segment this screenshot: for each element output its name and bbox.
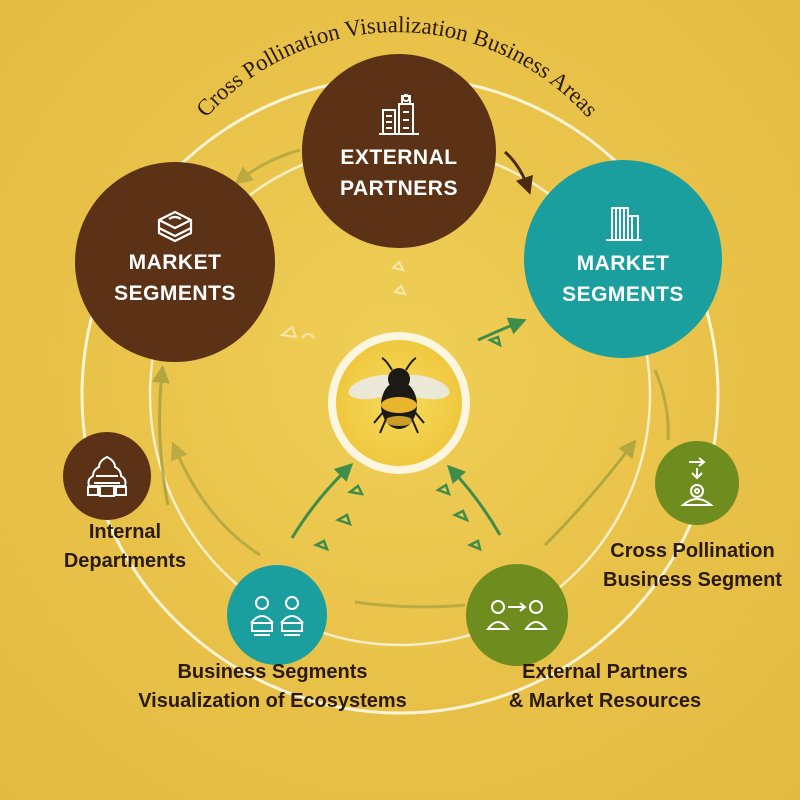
external-partners-label-1: EXTERNAL — [340, 142, 457, 174]
node-cross-pollination-segment[interactable] — [655, 441, 739, 525]
internal-departments-line-1: Internal — [30, 518, 220, 547]
center-bee-circle — [328, 332, 470, 474]
internal-departments-line-2: Departments — [30, 547, 220, 576]
node-business-segments[interactable] — [227, 565, 327, 665]
two-people-icon — [246, 593, 308, 637]
person-target-icon — [675, 457, 719, 509]
center-arrow-right — [452, 470, 500, 535]
flow-arrow-bottom — [355, 602, 465, 607]
node-external-partners[interactable]: EXTERNAL PARTNERS — [302, 54, 496, 248]
cross-pollination-line-1: Cross Pollination — [585, 537, 800, 566]
flow-arrow-top-left — [240, 150, 300, 180]
business-segments-line-1: Business Segments — [100, 658, 445, 687]
external-partners-label-2: PARTNERS — [340, 173, 458, 205]
flow-arrow-lower-right — [545, 445, 632, 545]
bee-icon — [340, 353, 458, 453]
hive-icon — [82, 451, 132, 501]
center-arrow-left — [292, 468, 348, 538]
box-icon — [155, 209, 195, 243]
cross-pollination-caption: Cross Pollination Business Segment — [585, 537, 800, 595]
flow-arrow-right — [655, 370, 668, 440]
external-resources-line-2: & Market Resources — [470, 687, 740, 716]
center-bee-inner — [336, 340, 462, 466]
market-segments-right-label-1: MARKET — [577, 248, 670, 280]
business-segments-line-2: Visualization of Ecosystems — [100, 687, 445, 716]
node-market-segments-left[interactable]: MARKET SEGMENTS — [75, 162, 275, 362]
node-market-segments-right[interactable]: MARKET SEGMENTS — [524, 160, 722, 358]
internal-departments-caption: Internal Departments — [30, 518, 220, 576]
node-external-resources[interactable] — [466, 564, 568, 666]
business-segments-caption: Business Segments Visualization of Ecosy… — [100, 658, 445, 716]
faint-marks — [282, 262, 405, 338]
market-segments-right-label-2: SEGMENTS — [562, 279, 684, 311]
cross-pollination-line-2: Business Segment — [585, 566, 800, 595]
external-resources-line-1: External Partners — [470, 658, 740, 687]
buildings-icon — [375, 90, 423, 138]
node-internal-departments[interactable] — [63, 432, 151, 520]
market-segments-left-label-2: SEGMENTS — [114, 278, 236, 310]
external-resources-caption: External Partners & Market Resources — [470, 658, 740, 716]
people-transfer-icon — [486, 595, 548, 635]
market-segments-left-label-1: MARKET — [129, 247, 222, 279]
office-building-icon — [602, 202, 644, 244]
